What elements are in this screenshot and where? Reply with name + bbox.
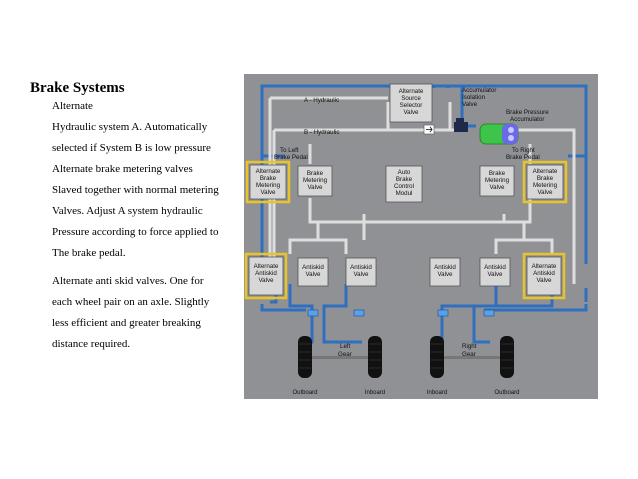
brake-pressure-accumulator: Brake Pressure Accumulator <box>479 109 549 145</box>
svg-text:Antiskid: Antiskid <box>302 264 324 271</box>
text-line: Alternate anti skid valves. One for <box>52 275 204 287</box>
svg-text:Valve: Valve <box>260 189 276 196</box>
svg-text:Valve: Valve <box>489 184 505 191</box>
description-paragraph-1: Alternate Hydraulic system A. Automatica… <box>52 96 242 264</box>
svg-text:Brake: Brake <box>260 175 277 182</box>
svg-text:Brake Pedal: Brake Pedal <box>274 154 308 161</box>
svg-text:Valve: Valve <box>353 271 369 278</box>
left-alternate-antiskid-valve: Alternate Antiskid Valve <box>244 252 288 300</box>
right-alternate-brake-metering-valve: Alternate Brake Metering Valve <box>522 160 568 204</box>
right-brake-metering-valve: Brake Metering Valve <box>479 165 515 197</box>
diagram-svg: Alternate Source Selector Valve A - Hydr… <box>244 83 588 396</box>
to-left-brake-pedal-label: To Left Brake Pedal <box>274 147 308 161</box>
text-line: distance required. <box>52 338 131 350</box>
svg-text:Isolation: Isolation <box>462 94 486 101</box>
wheels <box>298 336 514 378</box>
accumulator-isolation-valve-label: Accumulator Isolation Valve <box>462 87 496 108</box>
wheel-right-inboard <box>430 336 444 378</box>
svg-text:Valve: Valve <box>403 109 419 116</box>
text-line: less efficient and greater breaking <box>52 317 201 329</box>
auto-brake-control-module: Auto Brake Control Modul <box>385 165 423 203</box>
svg-text:Antiskid: Antiskid <box>350 264 372 271</box>
svg-text:Source: Source <box>401 95 421 102</box>
wheel-right-outboard <box>500 336 514 378</box>
svg-text:Metering: Metering <box>256 182 281 189</box>
svg-text:Brake: Brake <box>489 170 506 177</box>
svg-text:Valve: Valve <box>537 189 553 196</box>
check-valve-icon <box>423 124 435 135</box>
svg-text:Alternate: Alternate <box>532 263 557 270</box>
hydraulic-a-label: A - Hydraulic <box>304 97 339 104</box>
svg-text:Modul: Modul <box>396 190 413 197</box>
svg-text:Valve: Valve <box>487 271 503 278</box>
text-line: Pressure according to force applied to <box>52 226 219 238</box>
svg-text:Gear: Gear <box>338 351 352 358</box>
svg-text:Accumulator: Accumulator <box>462 87 496 94</box>
text-line: selected if System B is low pressure <box>52 142 211 154</box>
text-line: Alternate <box>52 100 93 112</box>
svg-text:Metering: Metering <box>485 177 510 184</box>
svg-text:Metering: Metering <box>303 177 328 184</box>
left-gear-label: Left Gear <box>338 343 352 358</box>
svg-text:To Left: To Left <box>280 147 299 154</box>
svg-text:Left: Left <box>340 343 351 350</box>
svg-text:Antiskid: Antiskid <box>484 264 506 271</box>
svg-text:Alternate: Alternate <box>533 168 558 175</box>
svg-text:Brake: Brake <box>537 175 554 182</box>
alternate-source-selector-valve: Alternate Source Selector Valve <box>389 83 433 123</box>
svg-text:Antiskid: Antiskid <box>434 264 456 271</box>
text-line: Slaved together with normal metering <box>52 184 219 196</box>
isolation-valve-icon <box>454 118 468 132</box>
inboard-right-label: Inboard <box>427 390 447 396</box>
description-paragraph-2: Alternate anti skid valves. One for each… <box>52 271 242 355</box>
brake-system-diagram: Alternate Source Selector Valve A - Hydr… <box>244 74 598 399</box>
antiskid-valve-1: Antiskid Valve <box>297 257 329 287</box>
right-gear-label: Right Gear <box>462 343 477 358</box>
hydraulic-b-label: B - Hydraulic <box>304 129 339 136</box>
svg-text:Brake: Brake <box>396 176 413 183</box>
svg-text:Accumulator: Accumulator <box>510 116 544 123</box>
svg-text:Brake Pedal: Brake Pedal <box>506 154 540 161</box>
outboard-right-label: Outboard <box>494 390 519 396</box>
right-alternate-antiskid-valve: Alternate Antiskid Valve <box>522 252 566 300</box>
svg-text:Valve: Valve <box>307 184 323 191</box>
svg-text:Gear: Gear <box>462 351 476 358</box>
text-line: Hydraulic system A. Automatically <box>52 121 208 133</box>
svg-text:Valve: Valve <box>258 277 274 284</box>
svg-text:Antiskid: Antiskid <box>255 270 277 277</box>
svg-text:Antiskid: Antiskid <box>533 270 555 277</box>
svg-text:Control: Control <box>394 183 414 190</box>
text-line: each wheel pair on an axle. Slightly <box>52 296 210 308</box>
svg-text:Alternate: Alternate <box>399 88 424 95</box>
wheel-left-inboard <box>368 336 382 378</box>
svg-text:Brake: Brake <box>307 170 324 177</box>
wheel-treads <box>299 343 513 369</box>
slide-title: Brake Systems <box>30 80 125 96</box>
shuttle-valves <box>307 309 495 317</box>
to-right-brake-pedal-label: To Right Brake Pedal <box>506 147 540 161</box>
outboard-left-label: Outboard <box>292 390 317 396</box>
svg-text:Valve: Valve <box>305 271 321 278</box>
inboard-left-label: Inboard <box>365 390 385 396</box>
text-line: The brake pedal. <box>52 247 126 259</box>
antiskid-valve-3: Antiskid Valve <box>429 257 461 287</box>
svg-text:Alternate: Alternate <box>254 263 279 270</box>
svg-text:Selector: Selector <box>400 102 423 109</box>
svg-text:Brake Pressure: Brake Pressure <box>506 109 549 116</box>
svg-text:Valve: Valve <box>536 277 552 284</box>
svg-text:Valve: Valve <box>437 271 453 278</box>
antiskid-valve-4: Antiskid Valve <box>479 257 511 287</box>
text-line: Alternate brake metering valves <box>52 163 193 175</box>
svg-text:Valve: Valve <box>462 101 478 108</box>
antiskid-valve-2: Antiskid Valve <box>345 257 377 287</box>
text-line: Valves. Adjust A system hydraulic <box>52 205 203 217</box>
left-brake-metering-valve: Brake Metering Valve <box>297 165 333 197</box>
svg-text:To Right: To Right <box>512 147 535 154</box>
svg-text:Alternate: Alternate <box>256 168 281 175</box>
left-alternate-brake-metering-valve: Alternate Brake Metering Valve <box>245 160 291 204</box>
svg-text:Auto: Auto <box>398 169 411 176</box>
wheel-left-outboard <box>298 336 312 378</box>
svg-text:Right: Right <box>462 343 477 350</box>
svg-text:Metering: Metering <box>533 182 558 189</box>
